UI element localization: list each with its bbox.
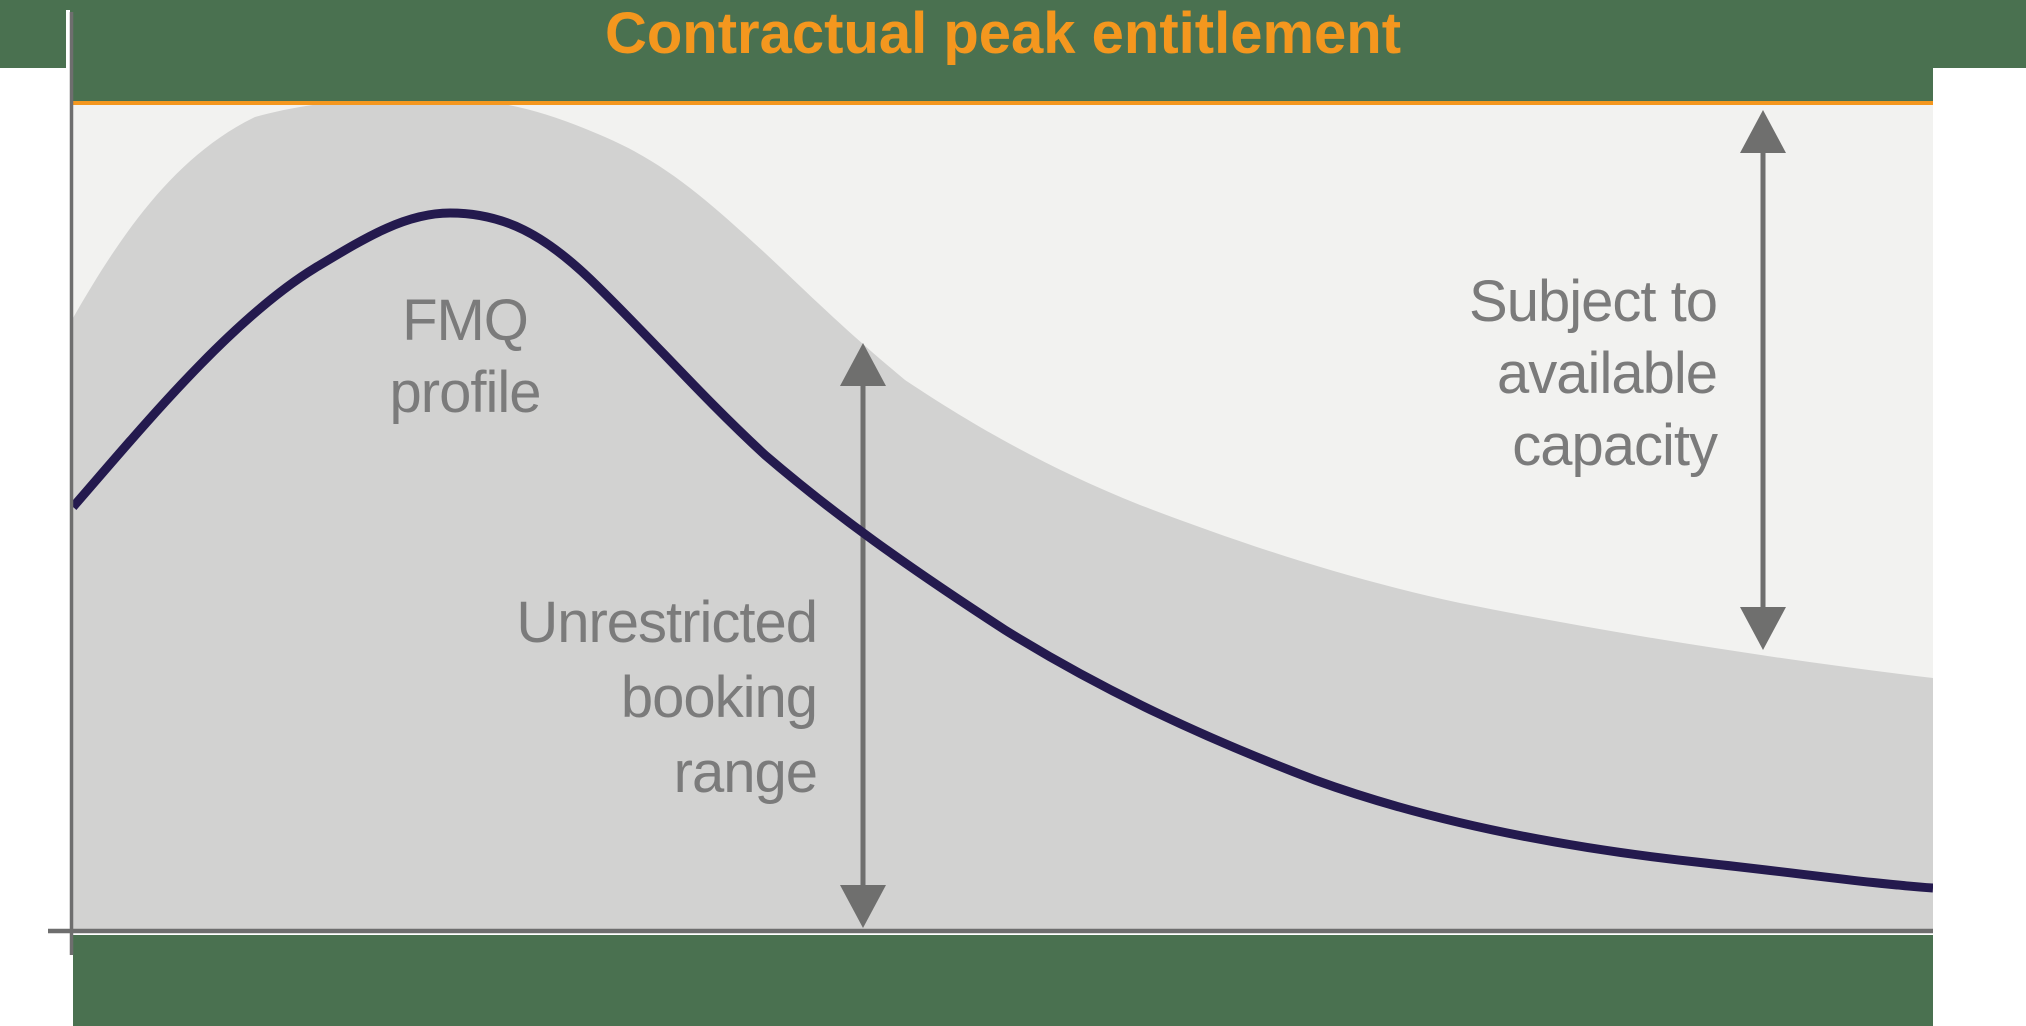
booking-range-band xyxy=(73,105,1933,931)
available-capacity-arrow-head-up xyxy=(1740,110,1786,153)
available-capacity-label: Subject to available capacity xyxy=(1469,266,1718,482)
available-capacity-label-line2: available xyxy=(1497,341,1718,406)
fmq-profile-label: FMQ profile xyxy=(265,285,665,429)
fmq-profile-label-line2: profile xyxy=(389,360,542,425)
unrestricted-range-label: Unrestricted booking range xyxy=(516,585,818,810)
fmq-profile-label-line1: FMQ xyxy=(402,288,529,353)
chart-title: Contractual peak entitlement xyxy=(604,1,1402,66)
available-capacity-label-line1: Subject to xyxy=(1469,269,1718,334)
entitlement-line xyxy=(73,101,1933,106)
fmq-profile-curve xyxy=(73,208,1933,893)
unrestricted-range-label-line3: range xyxy=(673,740,818,805)
available-capacity-arrow xyxy=(1740,110,1786,650)
unrestricted-range-label-line2: booking xyxy=(620,665,818,730)
header-band xyxy=(0,0,2026,68)
unrestricted-range-label-line1: Unrestricted xyxy=(516,590,818,655)
unrestricted-range-arrow xyxy=(840,343,886,928)
unrestricted-range-arrow-head-up xyxy=(840,343,886,386)
available-capacity-arrow-head-down xyxy=(1740,607,1786,650)
axis-white-gap xyxy=(66,10,70,68)
header-plot-extension xyxy=(73,68,1933,101)
available-capacity-label-line3: capacity xyxy=(1512,413,1718,478)
footer-band xyxy=(73,935,1933,1026)
unrestricted-range-arrow-head-down xyxy=(840,885,886,928)
